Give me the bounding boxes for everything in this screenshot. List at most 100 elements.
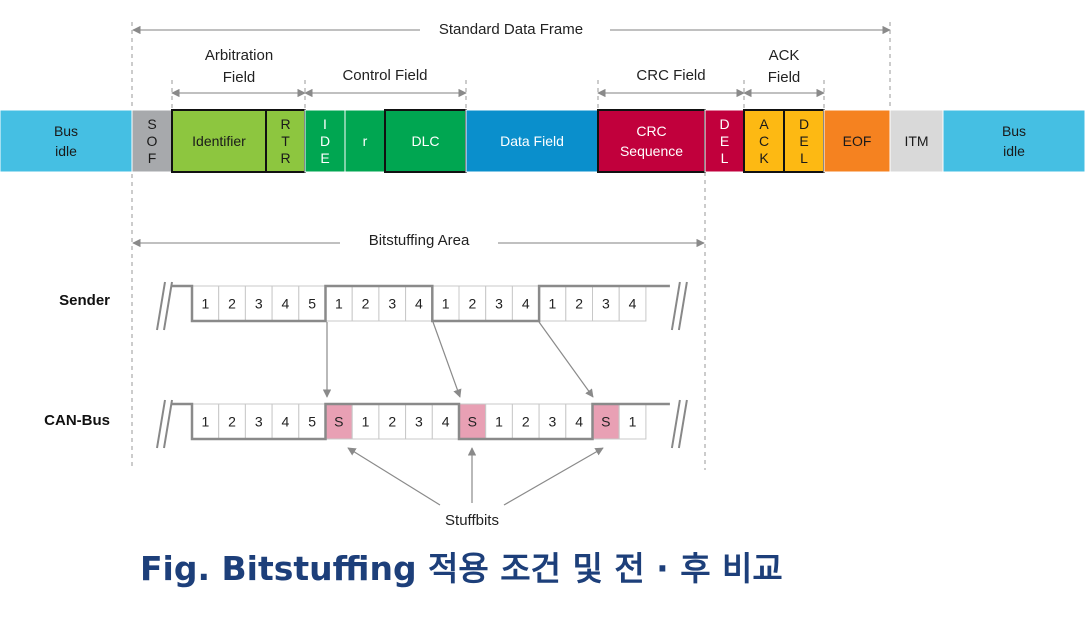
frame-field-text: Sequence	[620, 143, 683, 159]
sender-bit-row: 1 2 3 4 5 1 2 3 4 1 2 3 4 1 2 3 4	[156, 281, 688, 331]
frame-field-identifier: Identifier	[171, 109, 267, 173]
bit-label: 4	[522, 296, 530, 312]
bit-cell	[618, 403, 647, 440]
ack-field-label-2: Field	[768, 69, 801, 86]
break-mark	[156, 399, 166, 449]
frame-field-text: L	[800, 150, 808, 166]
bit-label: 2	[362, 296, 370, 312]
arbitration-field-label-2: Field	[223, 69, 256, 86]
frame-field-text: D	[320, 133, 330, 149]
stuff-bit-label: S	[468, 414, 477, 430]
frame-field-dlc: DLC	[384, 109, 467, 173]
bit-cell	[565, 285, 593, 322]
bit-label: 2	[468, 296, 476, 312]
frame-field-text: idle	[55, 143, 77, 159]
frame-field-text: Bus	[54, 123, 78, 139]
bit-label: 1	[335, 296, 343, 312]
bit-cell	[271, 285, 300, 322]
frame-field-data-field: Data Field	[465, 109, 599, 173]
frame-field-text: ITM	[904, 133, 928, 149]
standard-frame-label: Standard Data Frame	[439, 21, 583, 38]
bit-label: 3	[495, 296, 503, 312]
bit-label: 1	[362, 414, 370, 430]
bit-label: 4	[629, 296, 637, 312]
bit-label: 1	[201, 296, 209, 312]
bit-cell	[271, 403, 300, 440]
frame-field-text: E	[320, 150, 329, 166]
frame-field-text: C	[759, 133, 769, 149]
bit-label: 4	[282, 296, 290, 312]
break-mark	[677, 399, 688, 449]
bit-label: 2	[388, 414, 396, 430]
bit-cell	[431, 285, 460, 322]
bit-cell	[511, 285, 540, 322]
bit-cell	[565, 403, 593, 440]
frame-field-text: CRC	[636, 123, 666, 139]
bit-cell	[618, 285, 647, 322]
bit-cell	[298, 285, 326, 322]
break-mark	[670, 399, 681, 449]
frame-field-text: E	[720, 133, 729, 149]
sender-label: Sender	[59, 292, 110, 309]
shift-arrow-2	[432, 321, 462, 398]
crc-field-label: CRC Field	[636, 67, 705, 84]
frame-field-bus-idle-left: Bus idle	[0, 109, 133, 173]
ack-field-label-1: ACK	[769, 47, 800, 64]
break-mark	[156, 281, 166, 331]
frame-field-text: D	[719, 116, 729, 132]
bit-cell	[405, 403, 433, 440]
bit-cell	[538, 285, 567, 322]
bit-label: 2	[228, 296, 236, 312]
frame-field-text: R	[280, 116, 290, 132]
frame-field-text: E	[799, 133, 808, 149]
bit-cell	[485, 285, 513, 322]
figure-caption: Fig. Bitstuffing 적용 조건 및 전 · 후 비교	[140, 549, 783, 588]
frame-field-sof: SOF	[131, 109, 173, 173]
bit-label: 3	[255, 296, 263, 312]
bit-cell	[378, 403, 407, 440]
bit-label: 4	[415, 296, 423, 312]
frame-field-eof: EOF	[823, 109, 891, 173]
bit-cell	[351, 403, 380, 440]
bit-cell	[298, 403, 326, 440]
frame-field-rtr: RTR	[265, 109, 306, 173]
bit-label: 3	[388, 296, 396, 312]
frame-field-text: I	[323, 116, 327, 132]
frame-field-text: K	[759, 150, 769, 166]
break-mark	[163, 399, 173, 449]
frame-field-ide: IDE	[304, 109, 346, 173]
bit-label: 2	[575, 296, 583, 312]
break-mark	[163, 281, 173, 331]
bit-label: 5	[308, 296, 316, 312]
bit-cell	[511, 403, 540, 440]
bit-label: 4	[282, 414, 290, 430]
bit-label: 3	[602, 296, 610, 312]
frame-field-ack: ACK	[743, 109, 785, 173]
break-mark	[670, 281, 681, 331]
frame-field-text: r	[363, 133, 368, 149]
bit-label: 2	[228, 414, 236, 430]
control-field-label: Control Field	[342, 67, 427, 84]
stuffbit-pointer-1	[347, 447, 441, 506]
frame-field-text: T	[281, 133, 290, 149]
bit-label: 1	[549, 296, 557, 312]
bit-label: 4	[575, 414, 583, 430]
bit-cell	[325, 285, 353, 322]
bit-label: 2	[522, 414, 530, 430]
bitstuffing-area-label: Bitstuffing Area	[369, 232, 470, 249]
frame-field-text: S	[147, 116, 156, 132]
bit-label: 1	[629, 414, 637, 430]
bit-label: 1	[442, 296, 450, 312]
bit-label: 1	[201, 414, 209, 430]
canbus-label: CAN-Bus	[44, 412, 110, 429]
frame-field-text: D	[799, 116, 809, 132]
stuff-bit-label: S	[334, 414, 343, 430]
bit-label: 3	[549, 414, 557, 430]
bit-cell	[351, 285, 380, 322]
stuffbit-pointer-3	[503, 447, 604, 506]
frame-field-crc-sequence: CRC Sequence	[597, 109, 706, 173]
bit-cell	[431, 403, 460, 440]
frame-field-text: DLC	[411, 133, 439, 149]
